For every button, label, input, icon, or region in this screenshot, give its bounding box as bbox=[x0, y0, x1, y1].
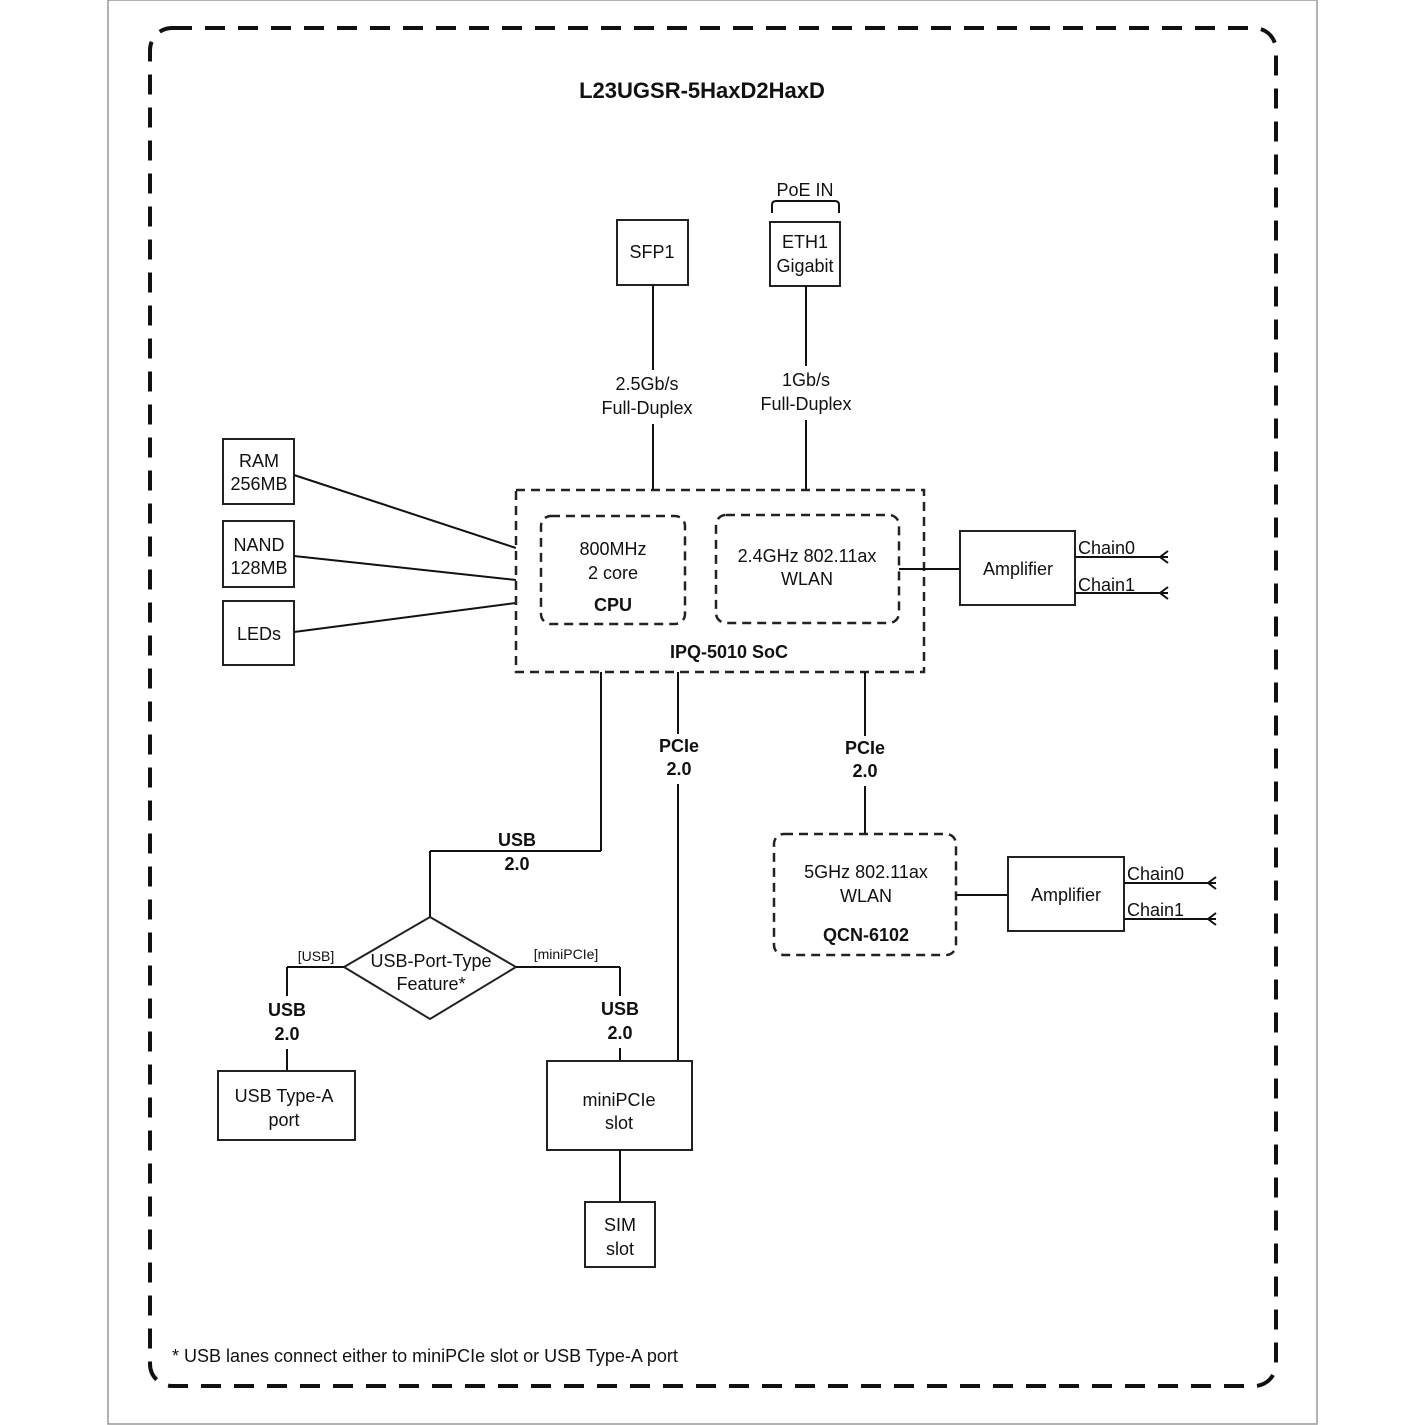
cpu-label: CPU bbox=[594, 595, 632, 615]
cpu-frequency: 800MHz bbox=[579, 539, 646, 559]
usb-typea-line1: USB Type-A bbox=[235, 1086, 334, 1106]
usb-typea-bus-line2: 2.0 bbox=[274, 1024, 299, 1044]
amplifier-5-label: Amplifier bbox=[1031, 885, 1101, 905]
amp24-chain0-label: Chain0 bbox=[1078, 538, 1135, 558]
minipcie-branch-tag: [miniPCIe] bbox=[534, 946, 599, 962]
nand-box bbox=[222, 520, 295, 588]
usb-minipcie-bus-line1: USB bbox=[601, 999, 639, 1019]
wlan5-line1: 5GHz 802.11ax bbox=[804, 862, 928, 882]
ram-line1: RAM bbox=[239, 451, 279, 471]
amp24-chain1-antenna-icon bbox=[1158, 586, 1169, 600]
footnote: * USB lanes connect either to miniPCIe s… bbox=[172, 1346, 678, 1366]
cpu-cores: 2 core bbox=[588, 563, 638, 583]
sim-line1: SIM bbox=[604, 1215, 636, 1235]
amplifier-24-label: Amplifier bbox=[983, 559, 1053, 579]
pcie-wlan5-line1: PCIe bbox=[845, 738, 885, 758]
poe-in-bracket bbox=[771, 200, 840, 213]
sfp1-duplex: Full-Duplex bbox=[601, 398, 692, 418]
leds-link bbox=[293, 602, 517, 633]
sim-box bbox=[584, 1201, 656, 1268]
sfp1-speed: 2.5Gb/s bbox=[615, 374, 678, 394]
usb-typea-box bbox=[217, 1070, 356, 1141]
wlan5-line2: WLAN bbox=[840, 886, 892, 906]
usb-port-type-line2: Feature* bbox=[396, 974, 465, 994]
amplifier-5-box bbox=[1007, 856, 1125, 932]
usb-main-line2: 2.0 bbox=[504, 854, 529, 874]
eth1-line2: Gigabit bbox=[776, 256, 833, 276]
eth1-box bbox=[769, 221, 841, 287]
minipcie-box bbox=[546, 1060, 693, 1151]
nand-line1: NAND bbox=[233, 535, 284, 555]
sfp1-box bbox=[616, 219, 689, 286]
minipcie-line1: miniPCIe bbox=[582, 1090, 655, 1110]
usb-main-line1: USB bbox=[498, 830, 536, 850]
eth1-line1: ETH1 bbox=[782, 232, 828, 252]
pcie-minipcie-line2: 2.0 bbox=[666, 759, 691, 779]
soc-name: IPQ-5010 SoC bbox=[670, 642, 788, 662]
usb-typea-line2: port bbox=[268, 1110, 299, 1130]
cpu-box bbox=[539, 514, 687, 626]
nand-link bbox=[293, 555, 517, 581]
usb-minipcie-bus-line2: 2.0 bbox=[607, 1023, 632, 1043]
leds-box bbox=[222, 600, 295, 666]
sfp1-label: SFP1 bbox=[629, 242, 674, 262]
usb-port-type-line1: USB-Port-Type bbox=[370, 951, 491, 971]
wlan5-chip: QCN-6102 bbox=[823, 925, 909, 945]
diagram-title: L23UGSR-5HaxD2HaxD bbox=[579, 78, 825, 103]
leds-label: LEDs bbox=[237, 624, 281, 644]
sim-line2: slot bbox=[606, 1239, 634, 1259]
pcie-minipcie-line1: PCIe bbox=[659, 736, 699, 756]
usb-branch-tag: [USB] bbox=[298, 948, 335, 964]
poe-in-label: PoE IN bbox=[776, 180, 833, 200]
pcie-wlan5-line2: 2.0 bbox=[852, 761, 877, 781]
amp24-chain1-label: Chain1 bbox=[1078, 575, 1135, 595]
amp5-chain0-label: Chain0 bbox=[1127, 864, 1184, 884]
amplifier-24-box bbox=[959, 530, 1076, 606]
usb-typea-bus-line1: USB bbox=[268, 1000, 306, 1020]
wlan24-line2: WLAN bbox=[781, 569, 833, 589]
amp5-chain1-label: Chain1 bbox=[1127, 900, 1184, 920]
minipcie-line2: slot bbox=[605, 1113, 633, 1133]
ram-link bbox=[293, 474, 517, 549]
amp24-chain0-antenna-icon bbox=[1158, 550, 1169, 564]
image-frame bbox=[107, 0, 1318, 1425]
wlan24-line1: 2.4GHz 802.11ax bbox=[738, 546, 877, 566]
eth1-speed: 1Gb/s bbox=[782, 370, 830, 390]
eth1-duplex: Full-Duplex bbox=[760, 394, 851, 414]
usb-port-type-diamond bbox=[342, 915, 518, 1021]
ram-box bbox=[222, 438, 295, 505]
wlan24-box bbox=[714, 513, 901, 625]
board-outline bbox=[148, 26, 1278, 1388]
amp5-chain0-antenna-icon bbox=[1206, 876, 1217, 890]
nand-line2: 128MB bbox=[230, 558, 287, 578]
ram-line2: 256MB bbox=[230, 474, 287, 494]
amp5-chain1-antenna-icon bbox=[1206, 912, 1217, 926]
